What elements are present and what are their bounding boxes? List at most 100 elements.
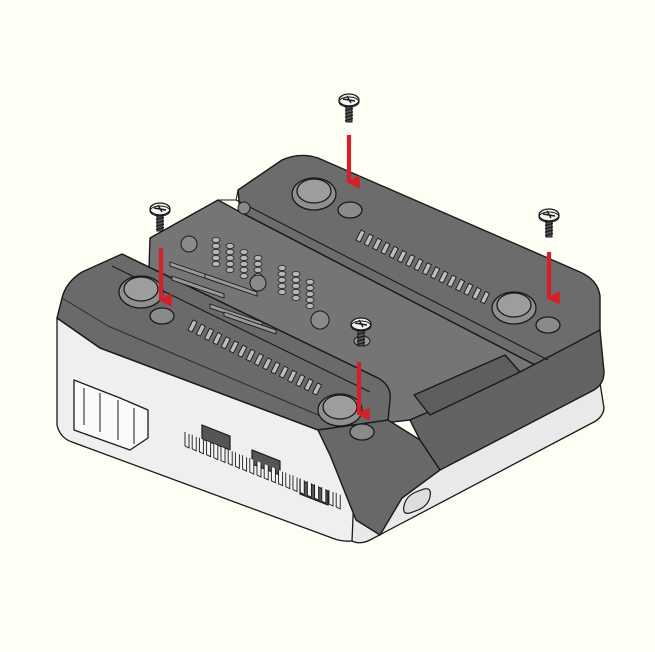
rear-vent-slots — [355, 229, 491, 305]
vent-slot — [363, 233, 374, 247]
coil-ring — [305, 296, 315, 303]
vent-slot — [396, 249, 408, 264]
grille-tooth — [234, 452, 240, 470]
grille-tooth — [278, 469, 284, 487]
coil-ring — [305, 278, 315, 285]
coil-ring — [211, 248, 221, 255]
vent-slot — [278, 365, 289, 379]
floor-details — [169, 201, 330, 335]
vent-slot — [303, 378, 314, 392]
coil-ring — [305, 302, 315, 309]
right-corner-block — [409, 329, 605, 471]
screw-icon — [149, 202, 171, 232]
coil-ring — [225, 248, 235, 255]
coil-ring — [291, 270, 301, 277]
grille-tooth — [220, 446, 226, 464]
coil-ring — [225, 266, 235, 273]
grille-tooth — [184, 432, 190, 449]
coil-ring — [253, 266, 263, 273]
floor-rib — [204, 273, 258, 297]
grille-tooth — [242, 455, 248, 472]
vent-slot — [262, 357, 273, 371]
coil-ring — [291, 282, 301, 289]
grille-tooth — [227, 449, 233, 467]
coil-ring — [225, 242, 235, 249]
screw-icon — [538, 208, 560, 238]
coil-ring — [239, 272, 249, 279]
screws — [149, 93, 560, 347]
port-slot — [201, 424, 231, 451]
grille-tooth — [306, 481, 312, 499]
coil-ring — [277, 276, 287, 283]
grille-tooth — [321, 487, 327, 504]
vent-slot — [311, 382, 323, 396]
grille-tooth — [191, 434, 197, 452]
grille-tooth — [335, 492, 341, 510]
grille-tooth — [256, 461, 262, 478]
vent-slot — [286, 369, 298, 384]
coil-ring — [291, 294, 301, 301]
vent-slot — [295, 373, 306, 388]
screw-boss-top — [291, 177, 363, 219]
coil-ring — [277, 288, 287, 295]
grille-tooth — [299, 478, 305, 496]
coil-ring — [305, 290, 315, 297]
vent-slot — [253, 352, 265, 367]
vent-slot — [446, 274, 457, 288]
vent-slot — [228, 340, 240, 354]
vent-slot — [421, 262, 433, 276]
floor-rib — [223, 311, 277, 335]
coil-ring — [305, 284, 315, 291]
insertion-arrows — [158, 135, 560, 421]
coil-ring — [253, 260, 263, 267]
grille-tooth — [213, 443, 219, 461]
vent-slot — [212, 331, 223, 346]
usb-c-port — [403, 488, 431, 514]
coil-ring — [277, 264, 287, 271]
vent-slot — [355, 229, 366, 243]
coil-ring — [239, 254, 249, 261]
screw-icon — [350, 317, 372, 347]
coil-ring — [277, 282, 287, 289]
grille-tooth — [270, 466, 276, 484]
grille-tooth — [198, 437, 204, 455]
vent-slot — [245, 348, 256, 363]
coil-ring — [211, 254, 221, 261]
coil-ring — [239, 248, 249, 255]
floor-peg — [180, 235, 198, 253]
vent-slot — [479, 290, 491, 305]
coil-ring — [211, 242, 221, 249]
coil-ring — [225, 254, 235, 261]
grille-tooth — [328, 490, 334, 507]
grille-tooth — [292, 475, 298, 493]
screw-boss-left — [118, 275, 175, 325]
side-vent-opening — [73, 379, 149, 451]
floor-peg — [237, 201, 251, 215]
coil-ring — [277, 270, 287, 277]
floor-peg — [249, 274, 267, 292]
vent-slot — [187, 319, 198, 333]
coil-ring — [253, 254, 263, 261]
screw-bosses — [118, 177, 561, 441]
front-vent-slots — [187, 319, 323, 396]
vent-slot — [237, 344, 248, 358]
screw-icon — [338, 93, 360, 123]
front-grille — [184, 432, 341, 510]
coil-ring — [291, 288, 301, 295]
vent-slot — [413, 258, 424, 272]
floor-rib — [171, 275, 225, 299]
vent-slot — [203, 327, 215, 342]
vent-slot — [463, 282, 474, 296]
vent-slot — [371, 237, 383, 251]
coil-ring — [225, 260, 235, 267]
label-recess — [413, 354, 521, 416]
floor-peg — [310, 310, 330, 330]
screw-boss-front — [317, 393, 375, 441]
coil-ring — [239, 260, 249, 267]
grille-tooth — [249, 458, 255, 475]
grille-tooth — [206, 440, 212, 458]
vent-slot — [220, 336, 231, 350]
vent-slot — [454, 278, 466, 292]
